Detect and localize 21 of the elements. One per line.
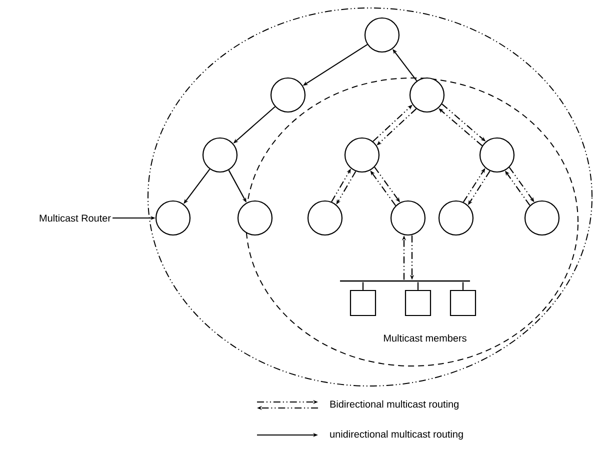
caption-text: Multicast members [384, 334, 466, 342]
router-circle [155, 200, 191, 236]
arrow [392, 49, 418, 82]
node-label: Multicast Router [40, 214, 111, 222]
router-circle [390, 200, 426, 236]
router-circle [307, 200, 343, 236]
router-circle [202, 137, 238, 173]
router-circle [524, 200, 560, 236]
member-square [404, 290, 432, 316]
member-square [450, 290, 476, 316]
member-square [350, 290, 376, 316]
router-circle [237, 200, 273, 236]
arrow [370, 170, 396, 206]
router-circle [479, 137, 515, 173]
router-circle [364, 17, 400, 53]
router-circle [409, 77, 445, 113]
router-circle [438, 200, 474, 236]
legend-text: unidirectional multicast routing [330, 430, 463, 440]
router-circle [270, 77, 306, 113]
legend-text: Bidirectional multicast routing [330, 400, 458, 410]
router-circle [344, 137, 380, 173]
